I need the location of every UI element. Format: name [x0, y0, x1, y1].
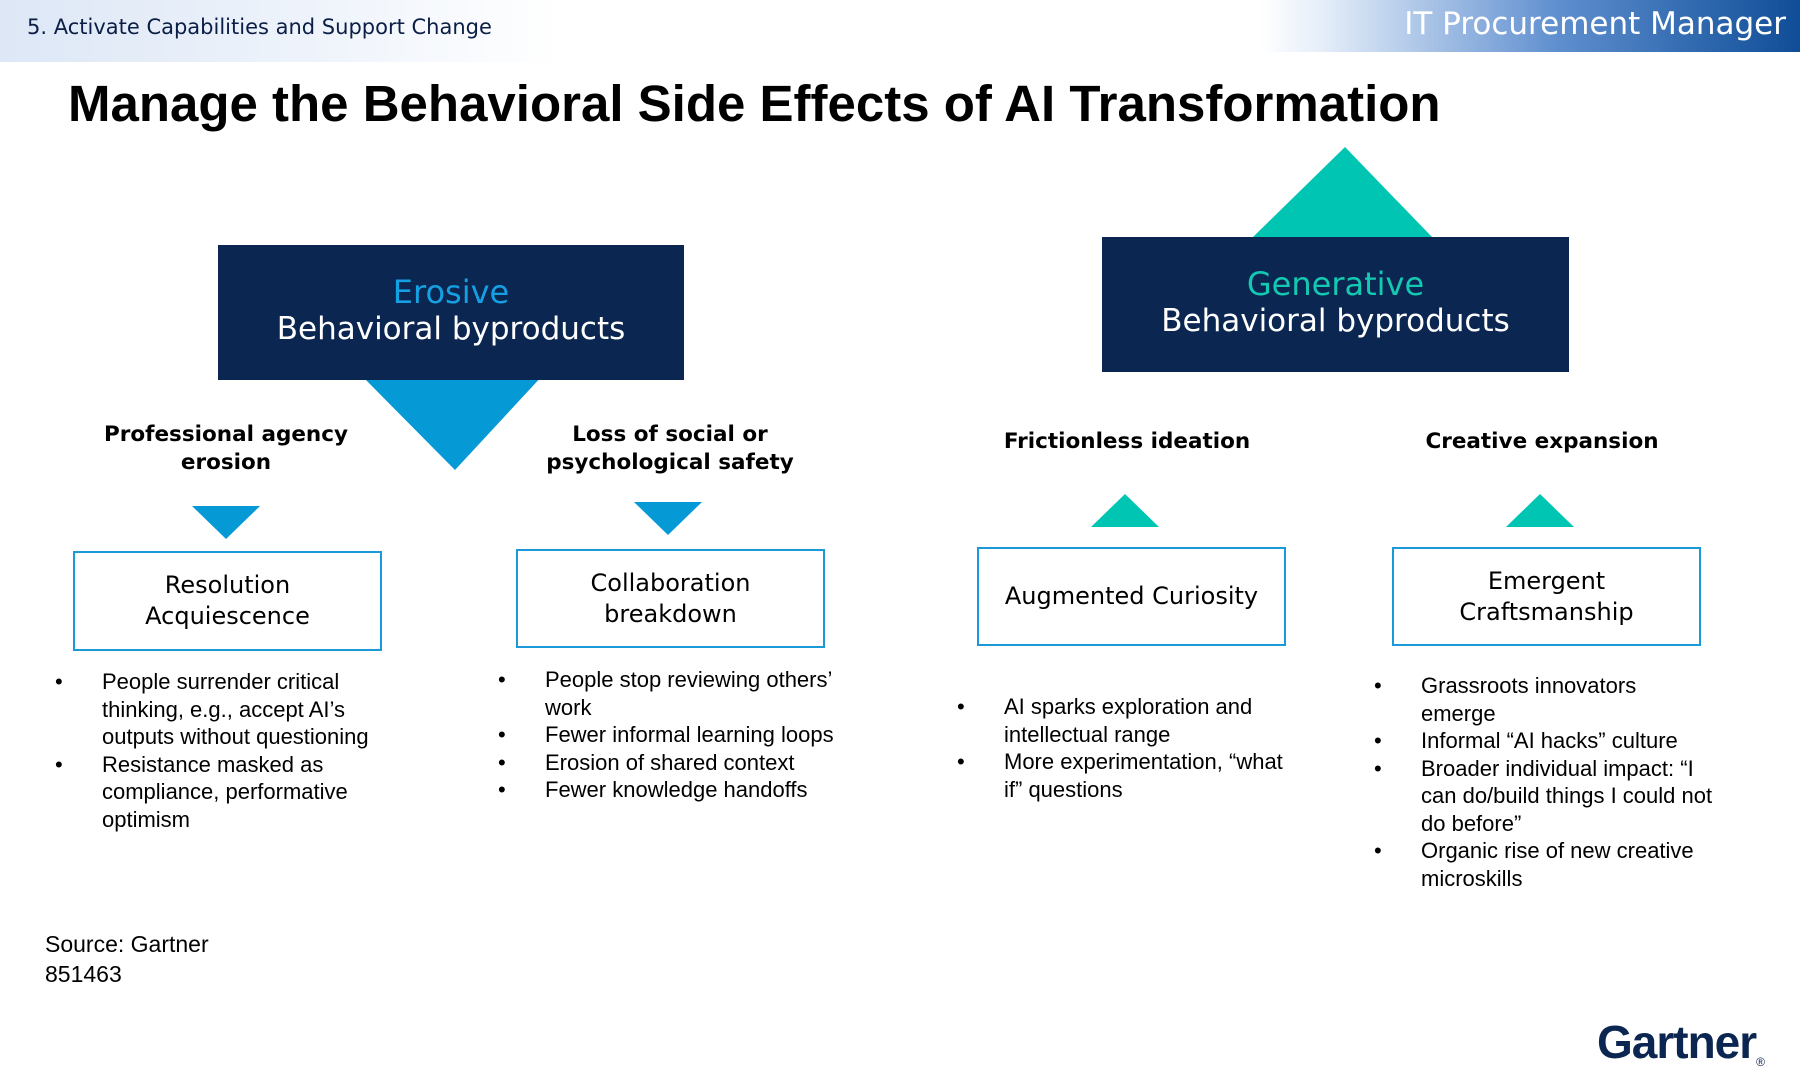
list-item: People surrender critical thinking, e.g.…	[55, 668, 395, 751]
role-title: IT Procurement Manager	[1404, 6, 1786, 42]
role-header: IT Procurement Manager	[1260, 0, 1800, 52]
card-title: Emergent Craftsmanship	[1459, 566, 1634, 626]
list-item: Fewer knowledge handoffs	[498, 776, 838, 804]
generative-up-arrow	[1253, 147, 1432, 237]
list-item: Erosion of shared context	[498, 749, 838, 777]
emergent-craftsmanship-card: Emergent Craftsmanship	[1392, 547, 1701, 646]
generative-kind: Generative	[1246, 265, 1425, 303]
list-item: Informal “AI hacks” culture	[1374, 727, 1714, 755]
erosive-subtitle: Behavioral byproducts	[276, 311, 626, 347]
erosive-kind: Erosive	[392, 273, 510, 311]
collaboration-breakdown-bullets: People stop reviewing others’ work Fewer…	[498, 666, 838, 804]
generative-item2-label: Creative expansion	[1425, 429, 1659, 454]
logo-text: Gartner	[1596, 1016, 1757, 1068]
list-item: AI sparks exploration and intellectual r…	[957, 693, 1302, 748]
list-item: People stop reviewing others’ work	[498, 666, 838, 721]
erosive-down-arrow	[361, 375, 543, 470]
resolution-acquiescence-bullets: People surrender critical thinking, e.g.…	[55, 668, 395, 833]
list-item: Resistance masked as compliance, perform…	[55, 751, 395, 834]
collaboration-breakdown-card: Collaboration breakdown	[516, 549, 825, 648]
list-item: Grassroots innovators emerge	[1374, 672, 1714, 727]
resolution-acquiescence-card: Resolution Acquiescence	[73, 551, 382, 651]
card-title: Augmented Curiosity	[1004, 582, 1259, 610]
list-item: More experimentation, “what if” question…	[957, 748, 1302, 803]
erosive-item1-arrow	[192, 506, 260, 539]
card-title: Collaboration breakdown	[590, 568, 751, 628]
erosive-item2-label: Loss of social or psychological safety	[546, 422, 794, 475]
generative-item2-arrow	[1506, 494, 1574, 527]
erosive-item1-label: Professional agency erosion	[103, 422, 349, 475]
source-note: Source: Gartner 851463	[45, 929, 209, 989]
list-item: Fewer informal learning loops	[498, 721, 838, 749]
generative-subtitle: Behavioral byproducts	[1161, 303, 1510, 339]
erosive-item2-arrow	[634, 502, 702, 535]
augmented-curiosity-card: Augmented Curiosity	[977, 547, 1286, 646]
card-title: Resolution Acquiescence	[145, 571, 310, 630]
generative-box: Generative Behavioral byproducts	[1102, 237, 1569, 372]
generative-item1-label: Frictionless ideation	[1003, 429, 1251, 454]
augmented-curiosity-bullets: AI sparks exploration and intellectual r…	[957, 693, 1302, 803]
source-line: Source: Gartner	[45, 931, 209, 957]
document-number: 851463	[45, 961, 122, 987]
generative-item1-arrow	[1091, 494, 1159, 527]
section-header: 5. Activate Capabilities and Support Cha…	[0, 0, 560, 62]
erosive-box: Erosive Behavioral byproducts	[218, 245, 684, 380]
list-item: Broader individual impact: “I can do/bui…	[1374, 755, 1714, 838]
page-title: Manage the Behavioral Side Effects of AI…	[68, 75, 1441, 132]
gartner-logo: Gartner®	[1596, 1016, 1765, 1069]
section-title: 5. Activate Capabilities and Support Cha…	[27, 15, 492, 39]
list-item: Organic rise of new creative microskills	[1374, 837, 1714, 892]
emergent-craftsmanship-bullets: Grassroots innovators emerge Informal “A…	[1374, 672, 1714, 892]
